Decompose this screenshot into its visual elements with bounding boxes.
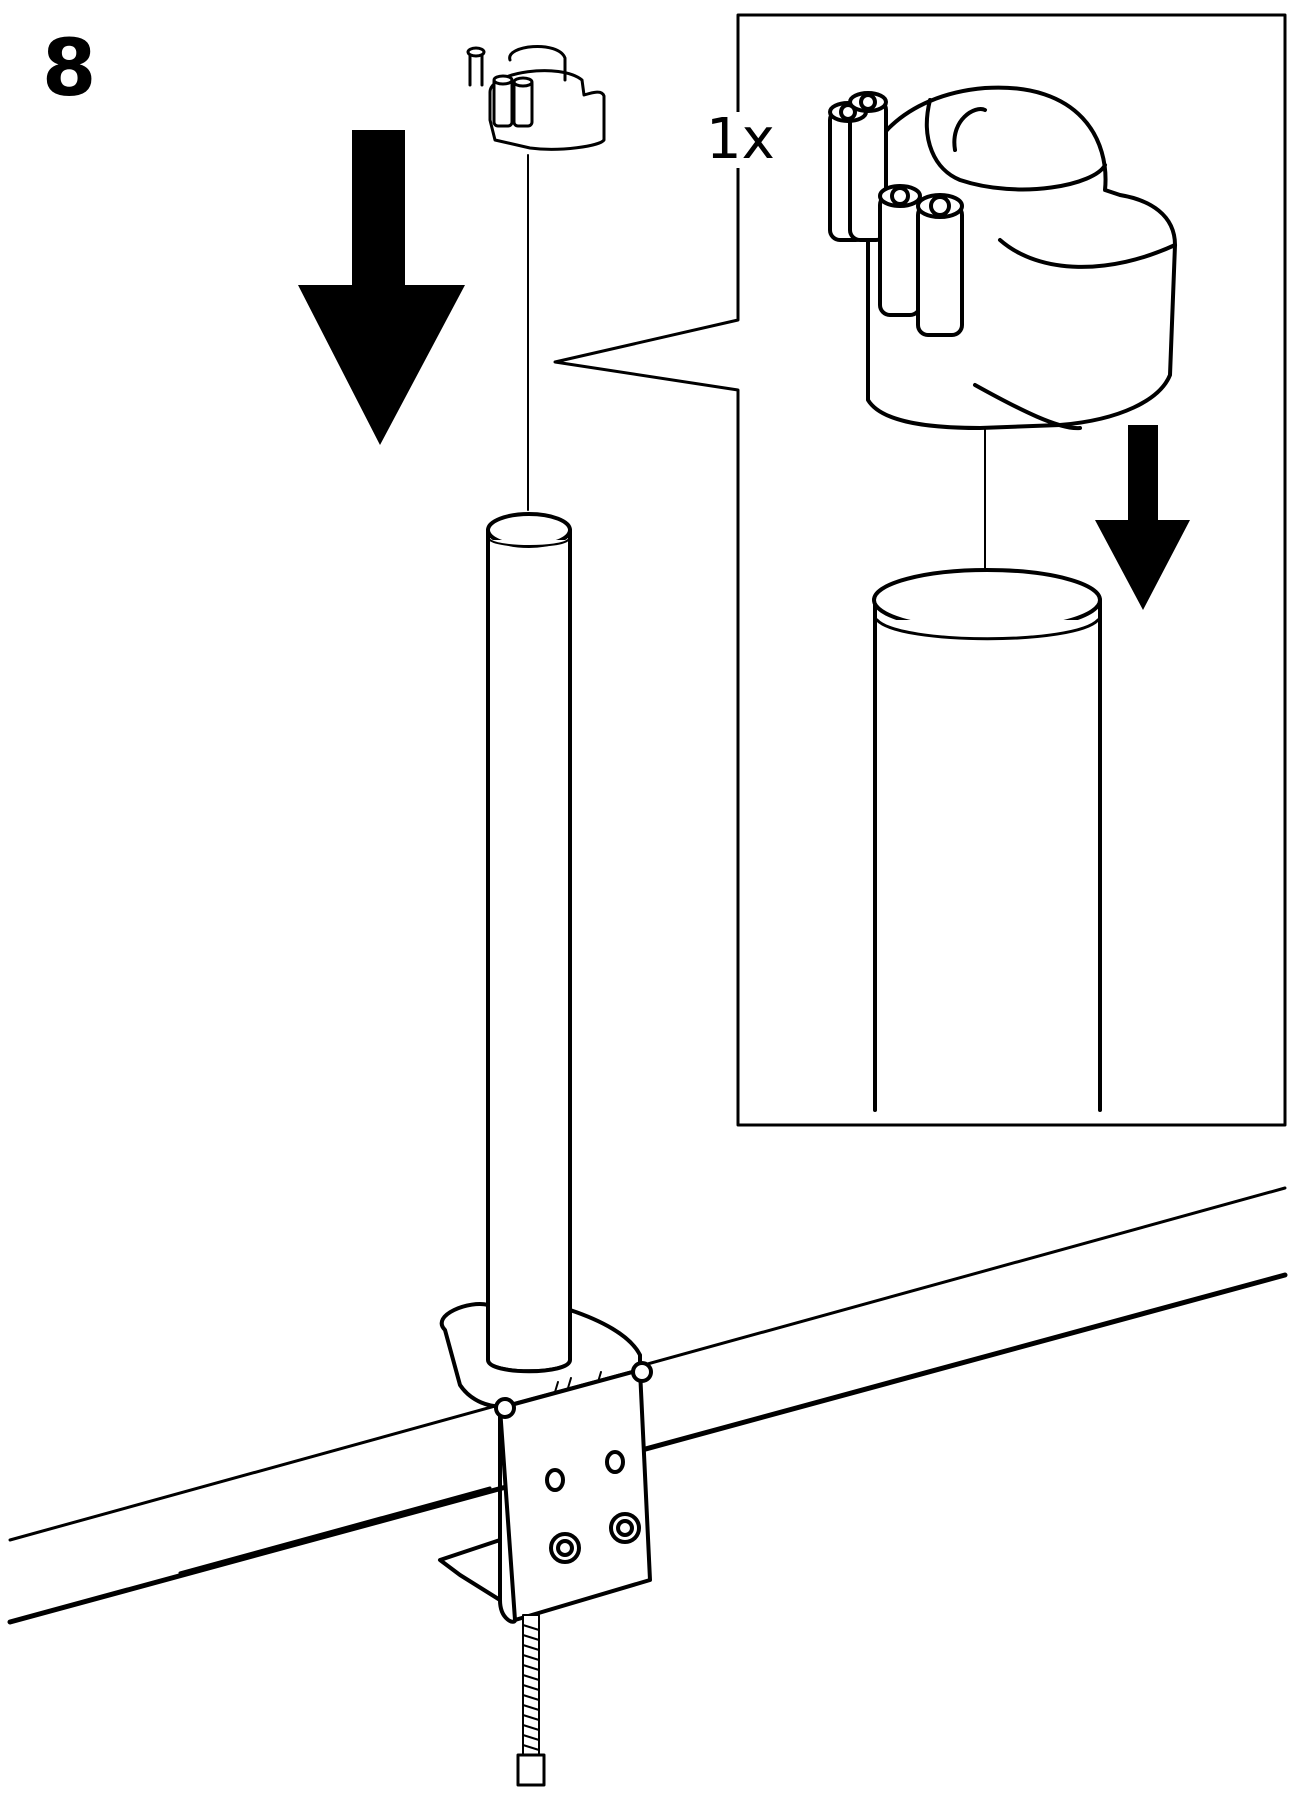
down-arrow-main-icon <box>298 130 465 445</box>
cable-clip-small-icon <box>466 45 606 151</box>
clamp-screw <box>516 1614 546 1787</box>
vertical-pipe <box>486 512 572 1374</box>
desk-clamp <box>438 1302 653 1624</box>
quantity-label: 1x <box>700 112 781 168</box>
vertical-pipe-detail <box>872 568 1102 1112</box>
cable-clip-large-icon <box>828 85 1177 431</box>
down-arrow-detail-icon <box>1095 425 1190 610</box>
step-number: 8 <box>42 24 97 114</box>
